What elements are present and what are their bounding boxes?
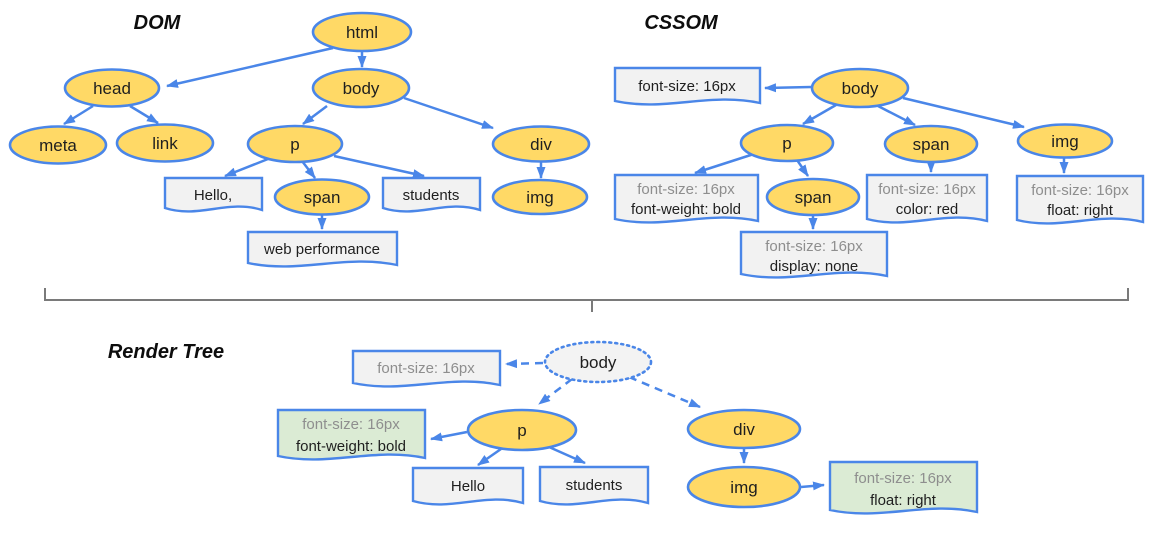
arrow-render-body-to-div bbox=[628, 375, 701, 409]
arrow-dom-head-to-meta bbox=[63, 104, 94, 126]
dom-node-p bbox=[246, 124, 344, 164]
arrow-dom-p-to-span bbox=[301, 160, 316, 179]
dom-node-meta-label: meta bbox=[39, 136, 77, 155]
render-node-div bbox=[686, 408, 802, 450]
arrow-dom-head-to-link bbox=[129, 104, 159, 125]
dom-textnode-students-label: students bbox=[403, 187, 460, 204]
arrow-dom-html-to-head bbox=[166, 46, 334, 88]
render-node-body bbox=[543, 340, 653, 384]
dom-node-p-label: p bbox=[290, 135, 299, 154]
render-tree-section-title: Render Tree bbox=[108, 341, 224, 363]
dom-node-head-label: head bbox=[93, 79, 131, 98]
cssom-rule-span bbox=[865, 173, 989, 224]
cssom-node-p-label: p bbox=[782, 134, 791, 153]
cssom-rule-body-line1: font-size: 16px bbox=[638, 78, 736, 95]
dom-textnode-web-performance bbox=[246, 230, 399, 268]
dom-node-html-label: html bbox=[346, 23, 378, 42]
arrow-cssom-p-to-span bbox=[795, 159, 810, 177]
arrow-dom-p-to-students bbox=[333, 154, 425, 179]
cssom-node-span-label: span bbox=[913, 135, 950, 154]
render-rule-body bbox=[351, 349, 502, 388]
arrow-render-p-to-rule bbox=[430, 430, 468, 442]
arrow-render-img-to-rule bbox=[800, 481, 825, 491]
cssom-rule-p-line2: font-weight: bold bbox=[631, 201, 741, 218]
render-node-img-label: img bbox=[730, 478, 757, 497]
arrow-render-p-to-hello bbox=[477, 447, 502, 467]
cssom-rule-span-line2: color: red bbox=[896, 201, 959, 218]
render-node-img bbox=[686, 465, 802, 509]
cssom-rule-img bbox=[1015, 174, 1145, 225]
render-rule-p bbox=[276, 408, 427, 461]
cssom-node-span-child bbox=[765, 177, 861, 217]
arrow-render-body-to-p bbox=[538, 378, 573, 405]
cssom-rule-p-line1: font-size: 16px bbox=[637, 181, 735, 198]
dom-node-link-label: link bbox=[152, 134, 178, 153]
cssom-node-body bbox=[810, 67, 910, 109]
cssom-rule-span-child bbox=[739, 230, 889, 279]
arrow-dom-body-to-div bbox=[403, 96, 494, 130]
render-rule-p-line1: font-size: 16px bbox=[302, 416, 400, 433]
arrow-dom-body-to-p bbox=[302, 105, 328, 125]
dom-node-div bbox=[491, 125, 591, 163]
render-textnode-students bbox=[538, 465, 650, 506]
arrow-cssom-body-to-span bbox=[877, 104, 916, 127]
arrow-dom-p-to-hello bbox=[224, 157, 269, 178]
dom-node-link bbox=[115, 123, 215, 163]
merge-bracket-divider bbox=[44, 288, 1129, 312]
render-textnode-hello-label: Hello bbox=[451, 478, 485, 495]
cssom-node-img-label: img bbox=[1051, 132, 1078, 151]
render-rule-body-line1: font-size: 16px bbox=[377, 360, 475, 377]
cssom-node-span bbox=[883, 124, 979, 164]
dom-node-body bbox=[311, 67, 411, 109]
render-rule-img-line2: float: right bbox=[870, 492, 937, 509]
dom-node-img-label: img bbox=[526, 188, 553, 207]
dom-textnode-hello-label: Hello, bbox=[194, 187, 232, 204]
dom-section-title: DOM bbox=[134, 12, 182, 34]
render-node-body-label: body bbox=[580, 353, 617, 372]
render-rule-img-line1: font-size: 16px bbox=[854, 470, 952, 487]
cssom-rule-body bbox=[613, 66, 762, 106]
render-textnode-students-label: students bbox=[566, 477, 623, 494]
dom-textnode-hello bbox=[163, 176, 264, 213]
cssom-node-p bbox=[739, 123, 835, 163]
dom-textnode-students bbox=[381, 176, 482, 213]
dom-node-div-label: div bbox=[530, 135, 552, 154]
cssom-rule-img-line2: float: right bbox=[1047, 202, 1114, 219]
cssom-section-title: CSSOM bbox=[644, 12, 719, 34]
cssom-node-img bbox=[1016, 123, 1114, 159]
cssom-node-body-label: body bbox=[842, 79, 879, 98]
dom-node-span-label: span bbox=[304, 188, 341, 207]
render-node-div-label: div bbox=[733, 420, 755, 439]
dom-node-html bbox=[311, 11, 413, 53]
arrow-cssom-body-to-img bbox=[902, 96, 1025, 129]
render-rule-img bbox=[828, 460, 979, 515]
render-rule-p-line2: font-weight: bold bbox=[296, 438, 406, 455]
arrow-cssom-body-to-rule bbox=[764, 83, 812, 93]
cssom-rule-img-line1: font-size: 16px bbox=[1031, 182, 1129, 199]
render-node-p-label: p bbox=[517, 421, 526, 440]
dom-node-meta bbox=[8, 125, 108, 165]
cssom-rule-span-line1: font-size: 16px bbox=[878, 181, 976, 198]
dom-node-body-label: body bbox=[343, 79, 380, 98]
render-textnode-hello bbox=[411, 466, 525, 506]
dom-node-head bbox=[63, 68, 161, 108]
arrow-render-body-to-rule bbox=[505, 359, 544, 369]
arrow-render-p-to-students bbox=[548, 445, 586, 465]
dom-node-span bbox=[273, 178, 371, 216]
cssom-rule-span-child-line2: display: none bbox=[770, 258, 858, 275]
dom-node-img bbox=[491, 178, 589, 216]
cssom-node-span-child-label: span bbox=[795, 188, 832, 207]
cssom-rule-span-child-line1: font-size: 16px bbox=[765, 238, 863, 255]
arrow-cssom-body-to-p bbox=[802, 103, 837, 126]
cssom-rule-p bbox=[613, 173, 760, 224]
render-node-p bbox=[466, 408, 578, 452]
dom-textnode-web-performance-label: web performance bbox=[263, 241, 380, 258]
arrow-cssom-p-to-rule bbox=[694, 151, 758, 175]
